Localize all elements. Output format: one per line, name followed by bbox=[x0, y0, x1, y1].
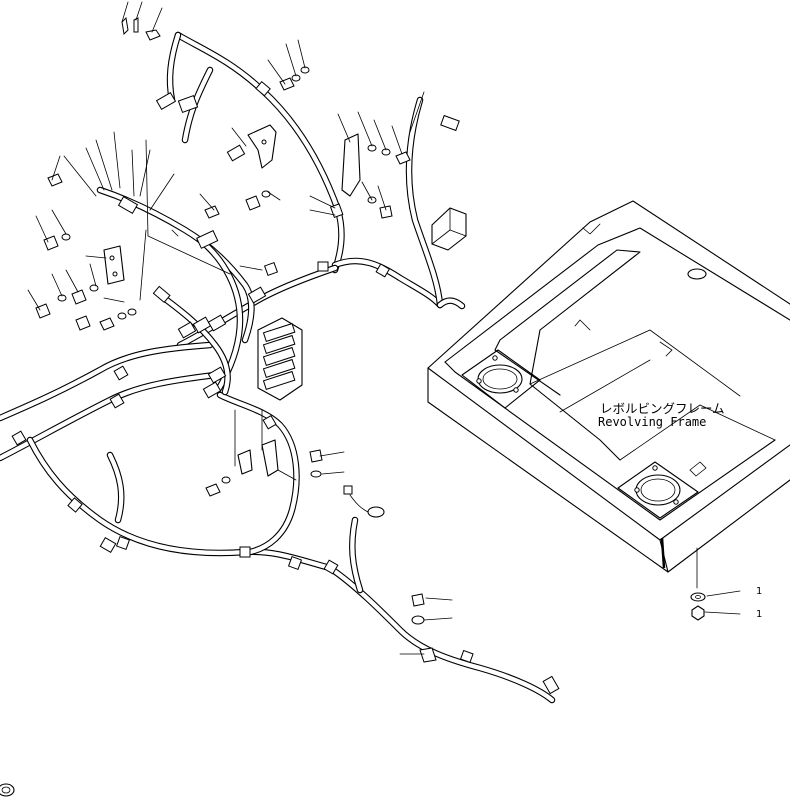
right-swing-bearing-boss bbox=[617, 461, 699, 519]
bracket-top-center bbox=[226, 124, 277, 169]
frame-mount-bolt bbox=[691, 605, 741, 621]
frame-label-japanese: レボルビングフレーム bbox=[600, 401, 725, 416]
ground-ring-terminal bbox=[343, 485, 385, 518]
revolving-frame bbox=[427, 200, 790, 589]
relay-block bbox=[257, 317, 303, 401]
callout-washer: 1 bbox=[756, 586, 762, 597]
cable-clamps bbox=[11, 81, 474, 664]
controller-box bbox=[431, 207, 467, 251]
leader-lines bbox=[27, 1, 453, 655]
left-swing-bearing-boss bbox=[461, 349, 541, 409]
mounting-bracket-plate bbox=[103, 245, 125, 285]
frame-label-english: Revolving Frame bbox=[598, 415, 706, 429]
wiring-harness bbox=[0, 31, 556, 704]
frame-mount-washer bbox=[690, 590, 741, 602]
connector-cluster bbox=[99, 91, 560, 695]
callout-bolt: 1 bbox=[756, 609, 762, 620]
bracket-mid bbox=[237, 133, 361, 477]
hardware-bolts bbox=[0, 16, 437, 797]
